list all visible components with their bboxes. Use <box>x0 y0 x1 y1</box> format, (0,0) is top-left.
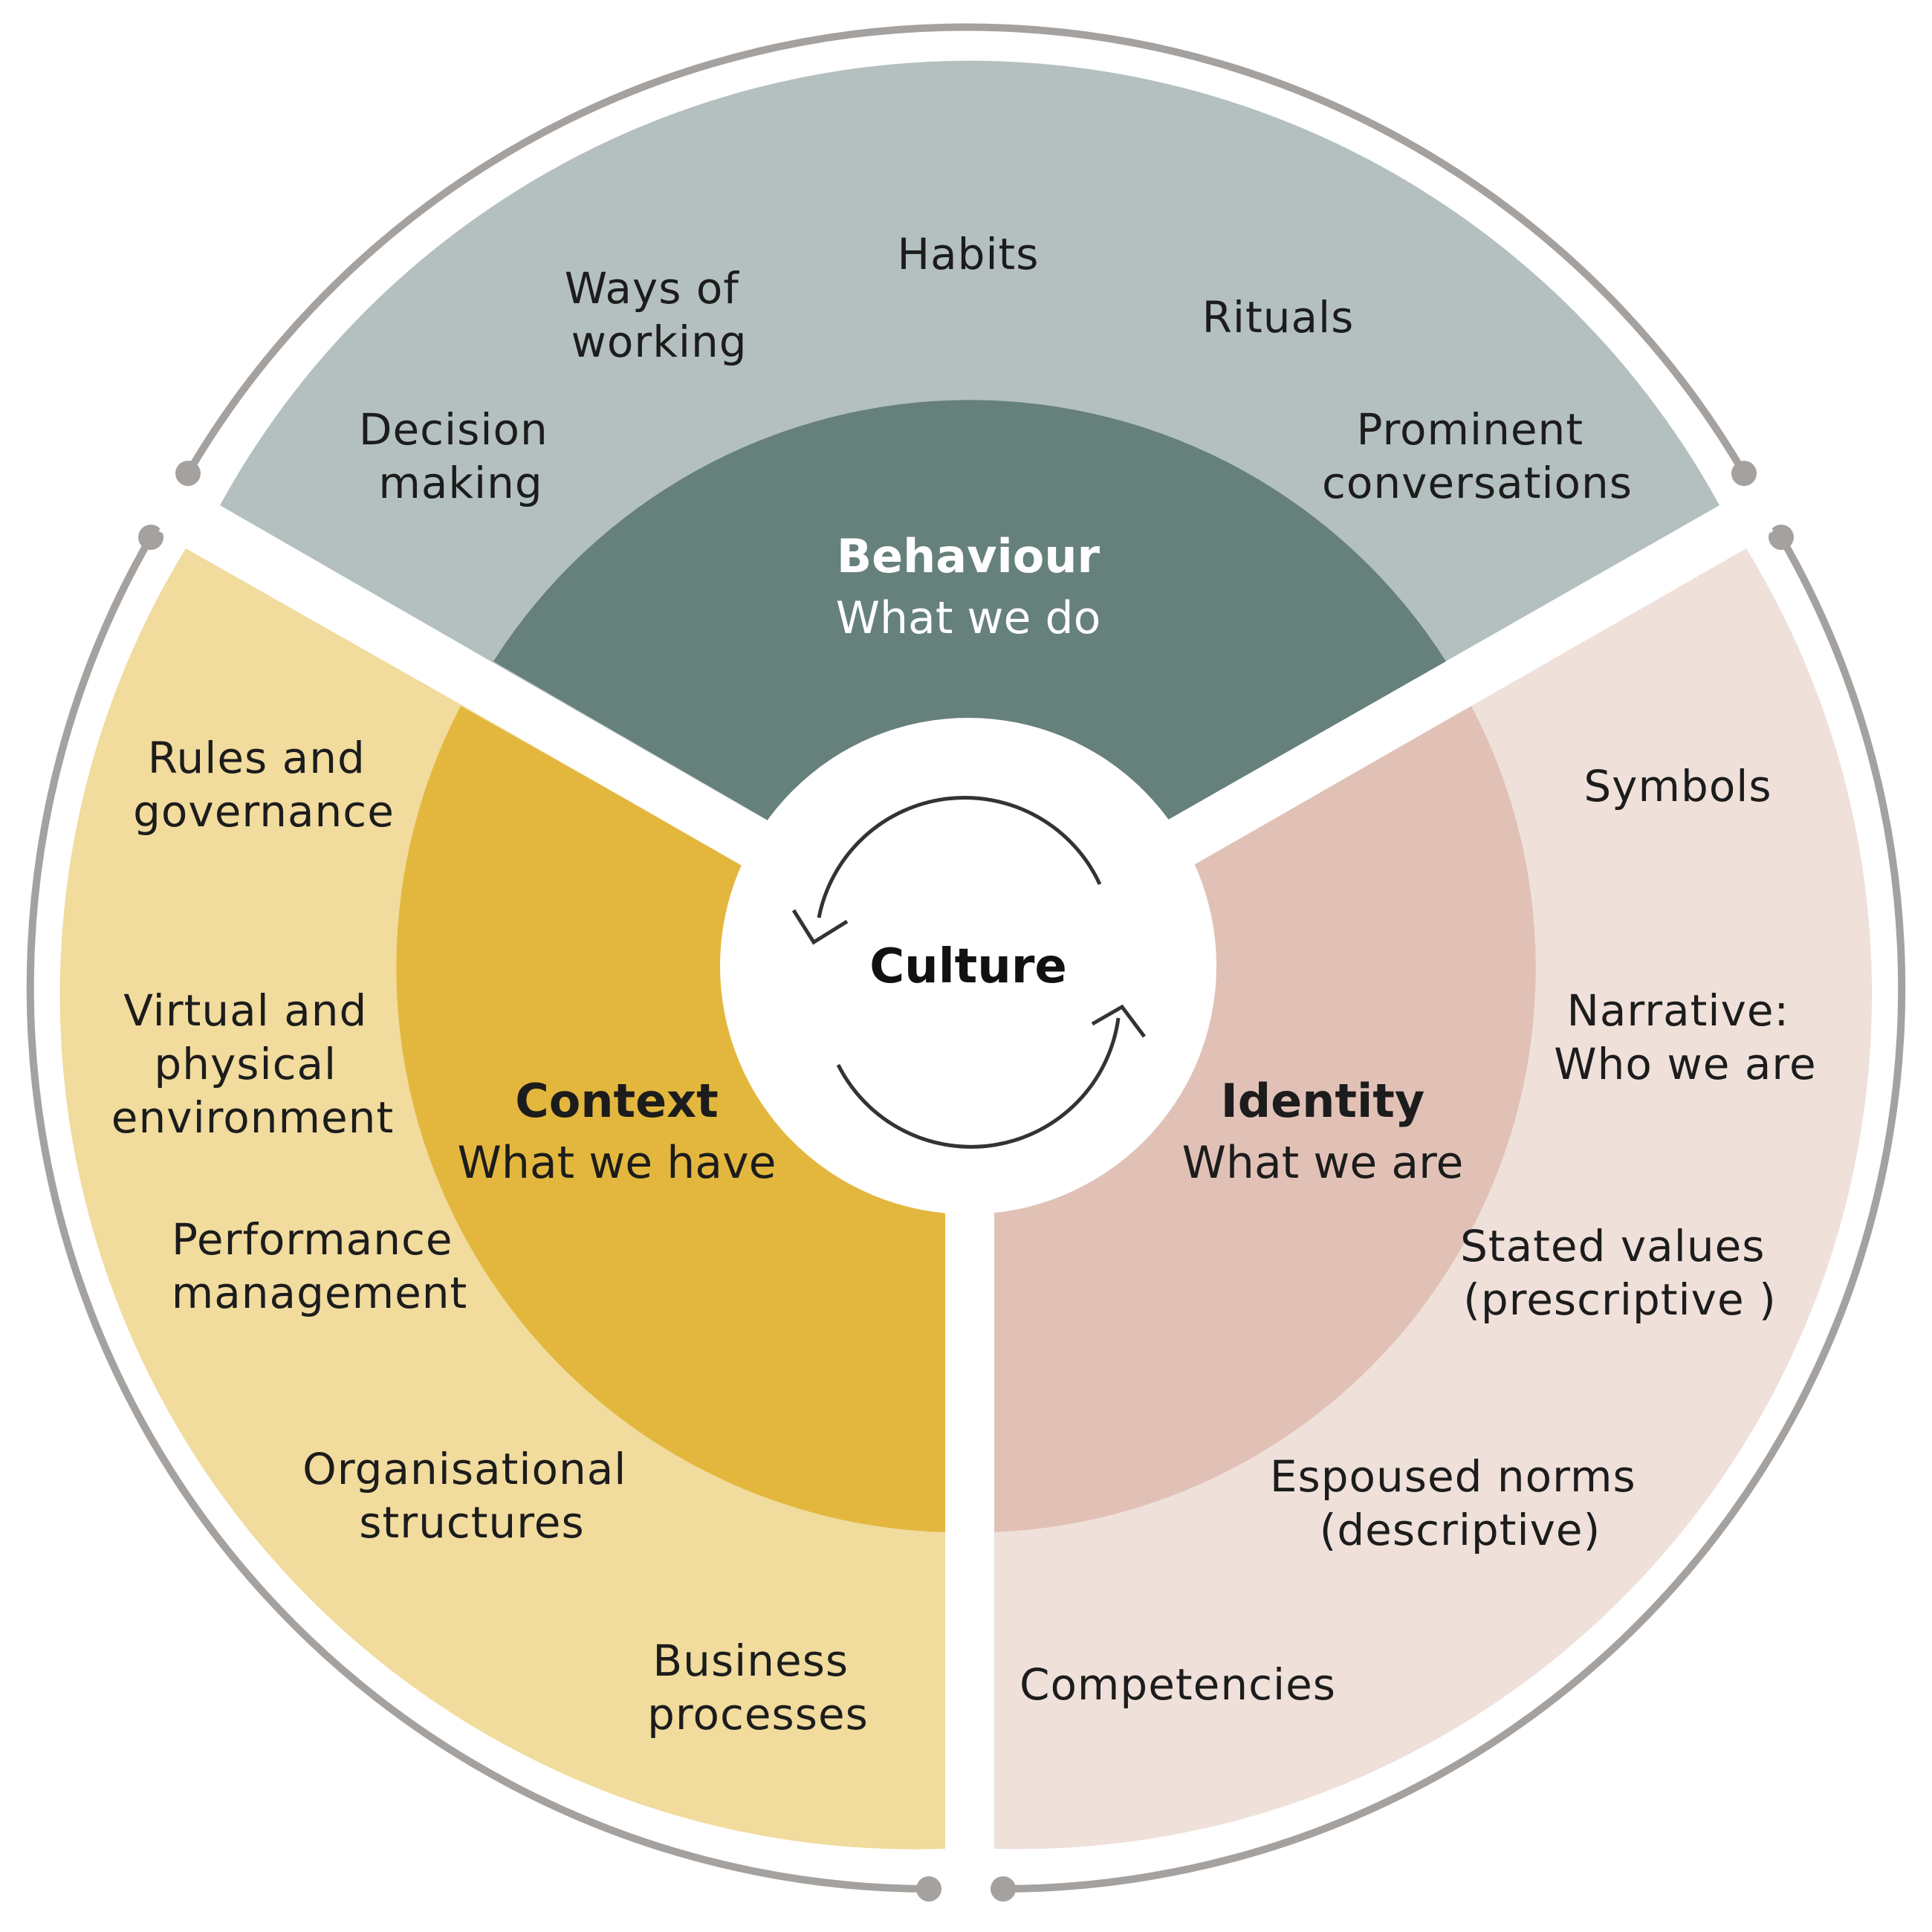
identity-item-stated-values: Stated values (prescriptive ) <box>1460 1221 1780 1325</box>
ring-arc-right <box>1002 535 1906 1893</box>
identity-title: Identity <box>1221 1074 1425 1128</box>
ring-end-dot <box>1731 461 1757 486</box>
behaviour-item-prominent-conversations: Prominent conversations <box>1322 404 1633 508</box>
identity-item-symbols: Symbols <box>1583 761 1771 811</box>
identity-subtitle: What we are <box>1182 1137 1464 1189</box>
center-circle <box>720 718 1216 1214</box>
context-subtitle: What we have <box>458 1137 777 1189</box>
cycle-arrow-bottom <box>836 1017 1121 1149</box>
context-title: Context <box>515 1074 719 1128</box>
ring-arc-top <box>184 23 1748 476</box>
behaviour-subtitle: What we do <box>836 592 1101 644</box>
ring-end-dot <box>916 1876 941 1902</box>
identity-item-espoused-norms: Espoused norms (descriptive) <box>1270 1451 1650 1555</box>
cycle-arrow-bottom-head <box>1091 1004 1146 1038</box>
behaviour-item-habits: Habits <box>897 229 1039 279</box>
ring-end-dot <box>138 525 163 550</box>
ring-arc-left <box>26 535 930 1893</box>
context-item-rules-and-governance: Rules and governance <box>133 733 395 837</box>
behaviour-item-decision-making: Decision making <box>359 404 563 508</box>
sector-context <box>59 548 945 1850</box>
cycle-arrow-top <box>817 796 1102 918</box>
behaviour-item-ways-of-working: Ways of working <box>565 263 754 367</box>
identity-item-competencies: Competencies <box>1020 1659 1336 1710</box>
behaviour-title: Behaviour <box>837 529 1100 583</box>
behaviour-inner-band <box>493 400 1446 931</box>
context-item-organisational-structures: Organisational structures <box>302 1444 641 1548</box>
ring-end-dot <box>175 461 201 486</box>
context-item-performance-management: Performance management <box>172 1214 468 1318</box>
context-item-business-processes: Business processes <box>647 1636 869 1740</box>
cycle-arrow-top-head <box>791 909 849 945</box>
ring-end-dot <box>1769 525 1794 550</box>
context-item-virtual-and-physical-environment: Virtual and physical environment <box>111 985 394 1143</box>
sector-behaviour <box>220 60 1719 932</box>
behaviour-item-rituals: Rituals <box>1202 292 1355 343</box>
identity-item-narrative: Narrative: Who we are <box>1554 985 1816 1089</box>
outer-ring <box>26 23 1906 1902</box>
cycle-arrows-icon <box>791 796 1146 1149</box>
ring-end-dot <box>991 1876 1016 1902</box>
center-title: Culture <box>869 939 1067 994</box>
